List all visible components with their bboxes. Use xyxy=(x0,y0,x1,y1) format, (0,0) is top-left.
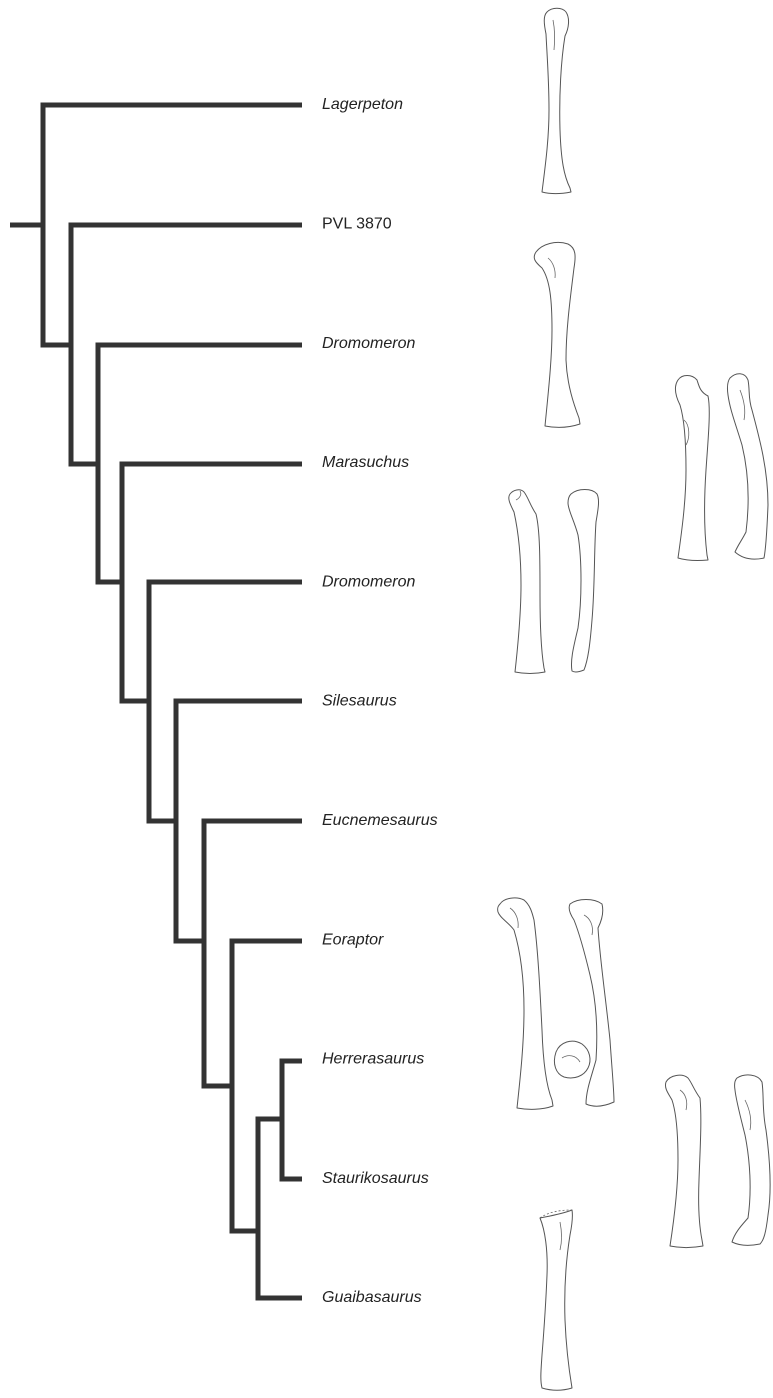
femur-outline-icon xyxy=(542,8,571,193)
taxon-label: Eucnemesaurus xyxy=(322,812,438,829)
node-7-branch xyxy=(204,821,302,1086)
taxon-label: Dromomeron xyxy=(322,335,415,352)
femur-illustrations xyxy=(498,8,771,1390)
node-10-branch xyxy=(282,1061,302,1179)
node-8-branch xyxy=(232,941,302,1231)
taxon-label: Marasuchus xyxy=(322,454,409,471)
taxon-label: Herrerasaurus xyxy=(322,1051,424,1068)
femur-pair-outline-icon xyxy=(676,374,768,561)
taxon-label: Silesaurus xyxy=(322,693,397,710)
taxon-label: Lagerpeton xyxy=(322,96,403,113)
femur-outline-icon xyxy=(534,242,580,427)
cladogram-branches xyxy=(10,105,302,1298)
taxon-label: Dromomeron xyxy=(322,573,415,590)
femur-pair-outline-icon xyxy=(509,490,599,674)
femur-pair-with-head-outline-icon xyxy=(498,898,614,1109)
taxon-label: PVL 3870 xyxy=(322,216,392,233)
femur-outline-icon xyxy=(540,1210,572,1390)
taxon-label: Guaibasaurus xyxy=(322,1289,422,1306)
femur-pair-outline-icon xyxy=(665,1075,770,1248)
taxon-label: Eoraptor xyxy=(322,931,384,948)
taxon-label: Staurikosaurus xyxy=(322,1170,429,1187)
